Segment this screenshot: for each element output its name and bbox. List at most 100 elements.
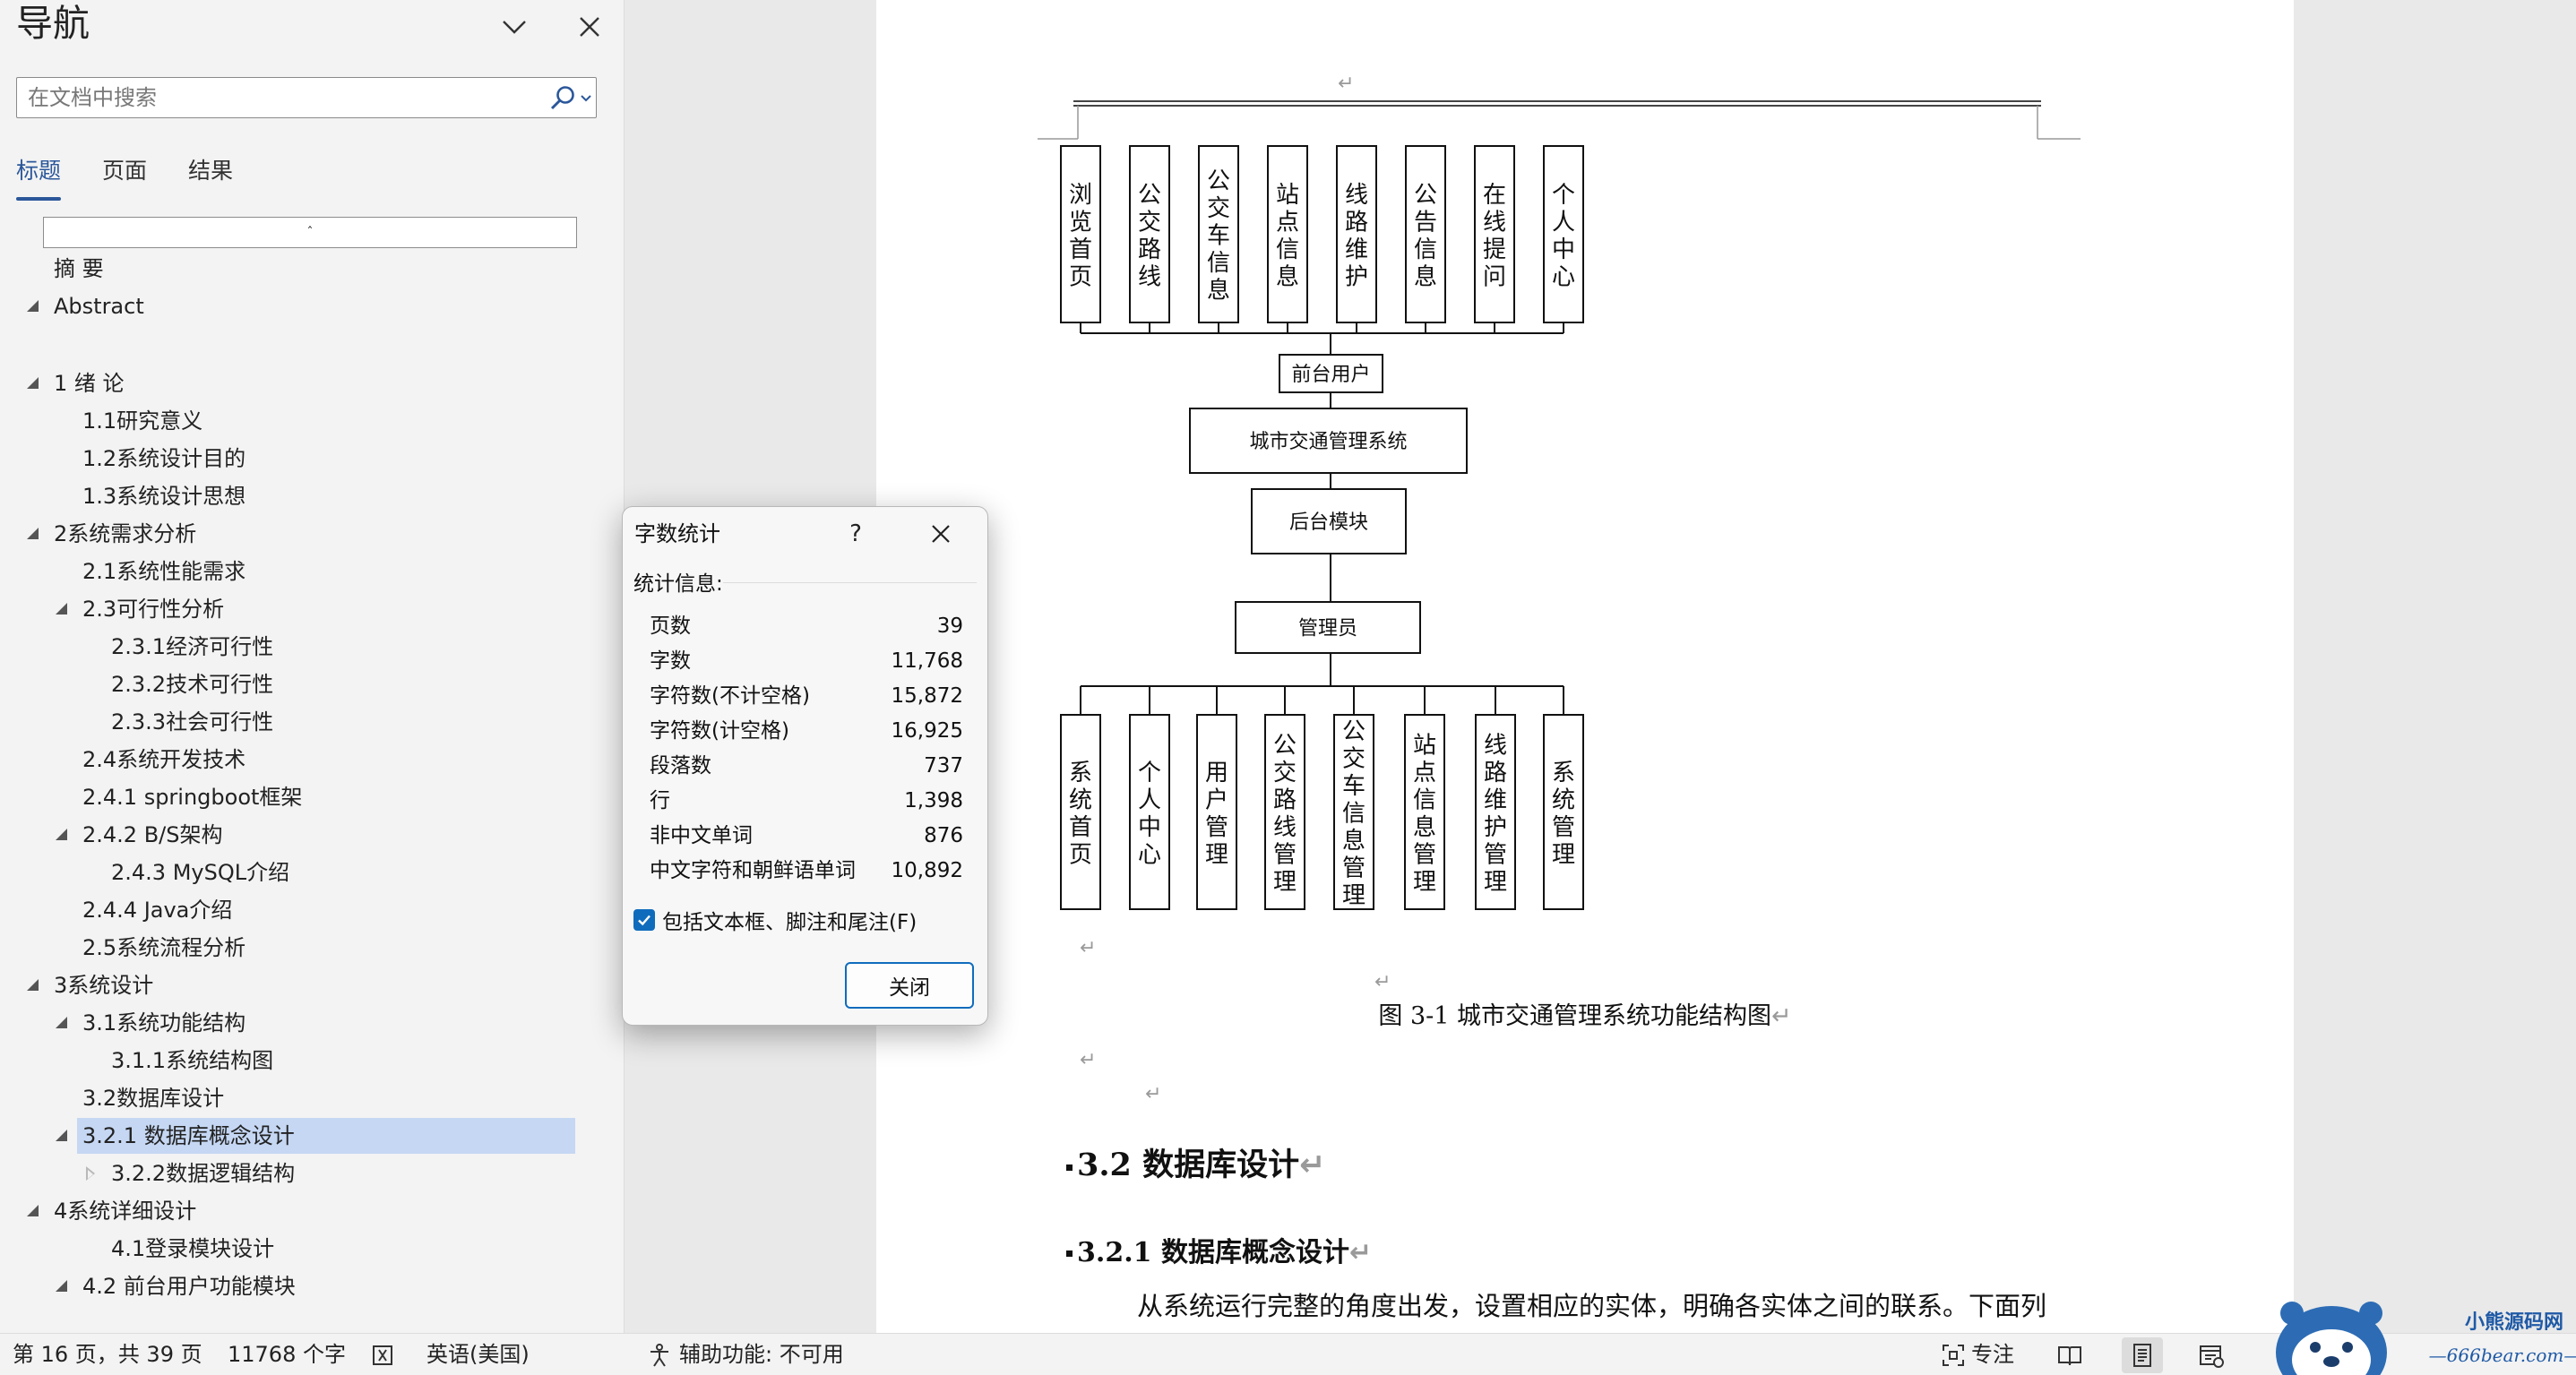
nav-search-input[interactable] xyxy=(28,82,530,113)
top-module-char: 心 xyxy=(1552,263,1575,290)
nav-heading-item[interactable]: 4.1登录模块设计 xyxy=(13,1231,577,1267)
include-textboxes-checkbox[interactable]: 包括文本框、脚注和尾注(F) xyxy=(633,904,917,936)
status-word-count[interactable]: 11768 个字 xyxy=(228,1342,346,1367)
collapsed-triangle-icon[interactable] xyxy=(84,1166,97,1181)
nav-heading-item[interactable]: 2.4.1 springboot框架 xyxy=(13,779,577,815)
tab-results[interactable]: 结果 xyxy=(188,158,234,184)
nav-heading-item[interactable]: 2.3.1经济可行性 xyxy=(13,629,577,665)
nav-heading-item[interactable]: 2系统需求分析 xyxy=(13,516,577,552)
bottom-module-char: 车 xyxy=(1342,773,1366,800)
nav-heading-item[interactable]: 摘 要 xyxy=(13,251,577,287)
focus-mode-icon[interactable] xyxy=(1941,1343,1966,1368)
bottom-module-char: 息 xyxy=(1413,814,1436,841)
system-node-box xyxy=(1189,408,1468,474)
nav-heading-item[interactable]: 2.4.3 MySQL介绍 xyxy=(13,855,577,890)
statistic-label: 行 xyxy=(650,789,670,812)
nav-heading-item[interactable]: 2.3.2技术可行性 xyxy=(13,666,577,702)
proofing-icon[interactable] xyxy=(371,1343,396,1368)
statistic-label: 非中文单词 xyxy=(650,824,753,847)
top-module-char: 维 xyxy=(1345,236,1368,263)
nav-heading-label: 3.2.2数据逻辑结构 xyxy=(111,1161,296,1186)
nav-heading-item[interactable]: 2.3.3社会可行性 xyxy=(13,704,577,740)
top-module-char: 在 xyxy=(1483,182,1506,209)
statistic-value: 15,872 xyxy=(891,684,963,708)
nav-heading-item[interactable]: 2.5系统流程分析 xyxy=(13,930,577,966)
heading-3-2-1: 3.2.1 数据库概念设计↵ xyxy=(1077,1233,1372,1274)
nav-heading-item[interactable]: 1.3系统设计思想 xyxy=(13,478,577,514)
expanded-triangle-icon[interactable] xyxy=(56,1130,68,1142)
nav-heading-item[interactable]: 4.2 前台用户功能模块 xyxy=(13,1268,577,1304)
nav-heading-item[interactable]: 3.2.2数据逻辑结构 xyxy=(13,1156,577,1191)
expanded-triangle-icon[interactable] xyxy=(56,603,68,615)
document-area[interactable]: 浏览首页公交路线公交车信息站点信息线路维护公告信息在线提问个人中心前台用户城市交… xyxy=(625,0,2576,1333)
checkbox-label: 包括文本框、脚注和尾注(F) xyxy=(662,911,918,934)
document-page[interactable]: 浏览首页公交路线公交车信息站点信息线路维护公告信息在线提问个人中心前台用户城市交… xyxy=(876,0,2294,1333)
nav-heading-item[interactable]: 3.1.1系统结构图 xyxy=(13,1043,577,1079)
status-page-info[interactable]: 第 16 页，共 39 页 xyxy=(13,1342,202,1367)
top-module-char: 页 xyxy=(1069,263,1092,290)
nav-heading-item[interactable]: 2.3可行性分析 xyxy=(13,591,577,627)
nav-heading-item[interactable]: 1.2系统设计目的 xyxy=(13,441,577,477)
expanded-triangle-icon[interactable] xyxy=(56,1280,68,1293)
statistic-value: 737 xyxy=(924,754,963,778)
print-layout-icon[interactable] xyxy=(2130,1343,2155,1368)
statistic-label: 字符数(不计空格) xyxy=(650,684,810,708)
nav-search-button[interactable] xyxy=(538,84,592,113)
nav-heading-label: 2.4.3 MySQL介绍 xyxy=(111,860,290,885)
nav-heading-item[interactable]: 2.4.4 Java介绍 xyxy=(13,892,577,928)
expanded-triangle-icon[interactable] xyxy=(27,979,39,992)
bottom-module-char: 理 xyxy=(1552,841,1575,868)
nav-heading-item[interactable]: Abstract xyxy=(13,288,577,324)
top-module-char: 公 xyxy=(1207,168,1230,195)
expanded-triangle-icon[interactable] xyxy=(27,300,39,313)
nav-heading-item[interactable]: 3.2数据库设计 xyxy=(13,1080,577,1116)
tab-pages[interactable]: 页面 xyxy=(102,158,148,184)
nav-heading-label: 3.1.1系统结构图 xyxy=(111,1048,274,1073)
web-layout-icon[interactable] xyxy=(2199,1343,2224,1368)
nav-heading-item[interactable]: 2.4.2 B/S架构 xyxy=(13,817,577,853)
expanded-triangle-icon[interactable] xyxy=(56,829,68,841)
top-module-box xyxy=(1129,145,1170,323)
bottom-module-char: 统 xyxy=(1552,786,1575,813)
nav-heading-item[interactable]: 4系统详细设计 xyxy=(13,1193,577,1229)
checkmark-icon xyxy=(638,915,650,926)
nav-heading-item[interactable]: 3.2.1 数据库概念设计 xyxy=(56,1118,575,1154)
top-module-char: 点 xyxy=(1276,209,1299,236)
top-module-char: 公 xyxy=(1414,182,1437,209)
nav-heading-label: 3.2数据库设计 xyxy=(82,1086,225,1111)
nav-heading-item[interactable]: 1.1研究意义 xyxy=(13,403,577,439)
body-paragraph: 从系统运行完整的角度出发，设置相应的实体，明确各实体之间的联系。下面列 xyxy=(1137,1291,2047,1321)
bear-logo-icon: 小熊源码网 —666bear.com— xyxy=(2276,1302,2576,1375)
nav-heading-item[interactable]: 1 绪 论 xyxy=(13,365,577,401)
nav-title: 导航 xyxy=(16,2,90,45)
nav-heading-item[interactable]: 3.1系统功能结构 xyxy=(13,1005,577,1041)
status-accessibility[interactable]: 辅助功能: 不可用 xyxy=(679,1342,844,1367)
dialog-close-button[interactable] xyxy=(923,516,959,552)
nav-heading-item[interactable]: 2.4系统开发技术 xyxy=(13,742,577,778)
nav-close-button[interactable] xyxy=(570,7,609,47)
admin-node-box xyxy=(1235,601,1421,654)
heading-placeholder-item[interactable]: ˆ xyxy=(43,217,577,248)
dialog-help-button[interactable]: ? xyxy=(849,520,862,547)
status-focus[interactable]: 专注 xyxy=(1971,1342,2014,1367)
status-language[interactable]: 英语(美国) xyxy=(426,1342,530,1367)
expanded-triangle-icon[interactable] xyxy=(27,1205,39,1217)
expanded-triangle-icon[interactable] xyxy=(27,528,39,540)
frontend-node-label: 前台用户 xyxy=(1291,364,1370,386)
paragraph-mark: ↵ xyxy=(1080,937,1096,959)
nav-heading-item[interactable]: 3系统设计 xyxy=(13,967,577,1003)
nav-options-button[interactable] xyxy=(495,7,534,47)
expanded-triangle-icon[interactable] xyxy=(56,1017,68,1029)
checkbox-checked[interactable] xyxy=(633,909,655,931)
heading-3-2-text: 3.2 数据库设计 xyxy=(1077,1147,1300,1183)
tab-headings[interactable]: 标题 xyxy=(16,152,62,201)
expanded-triangle-icon[interactable] xyxy=(27,377,39,390)
search-icon xyxy=(550,86,574,110)
function-structure-diagram: 浏览首页公交路线公交车信息站点信息线路维护公告信息在线提问个人中心前台用户城市交… xyxy=(1060,145,1584,910)
nav-heading-item[interactable]: 2.1系统性能需求 xyxy=(13,554,577,589)
statistic-label: 页数 xyxy=(650,614,691,638)
read-mode-icon[interactable] xyxy=(2057,1343,2082,1368)
close-button[interactable]: 关闭 xyxy=(845,962,974,1009)
accessibility-icon[interactable] xyxy=(647,1343,672,1368)
